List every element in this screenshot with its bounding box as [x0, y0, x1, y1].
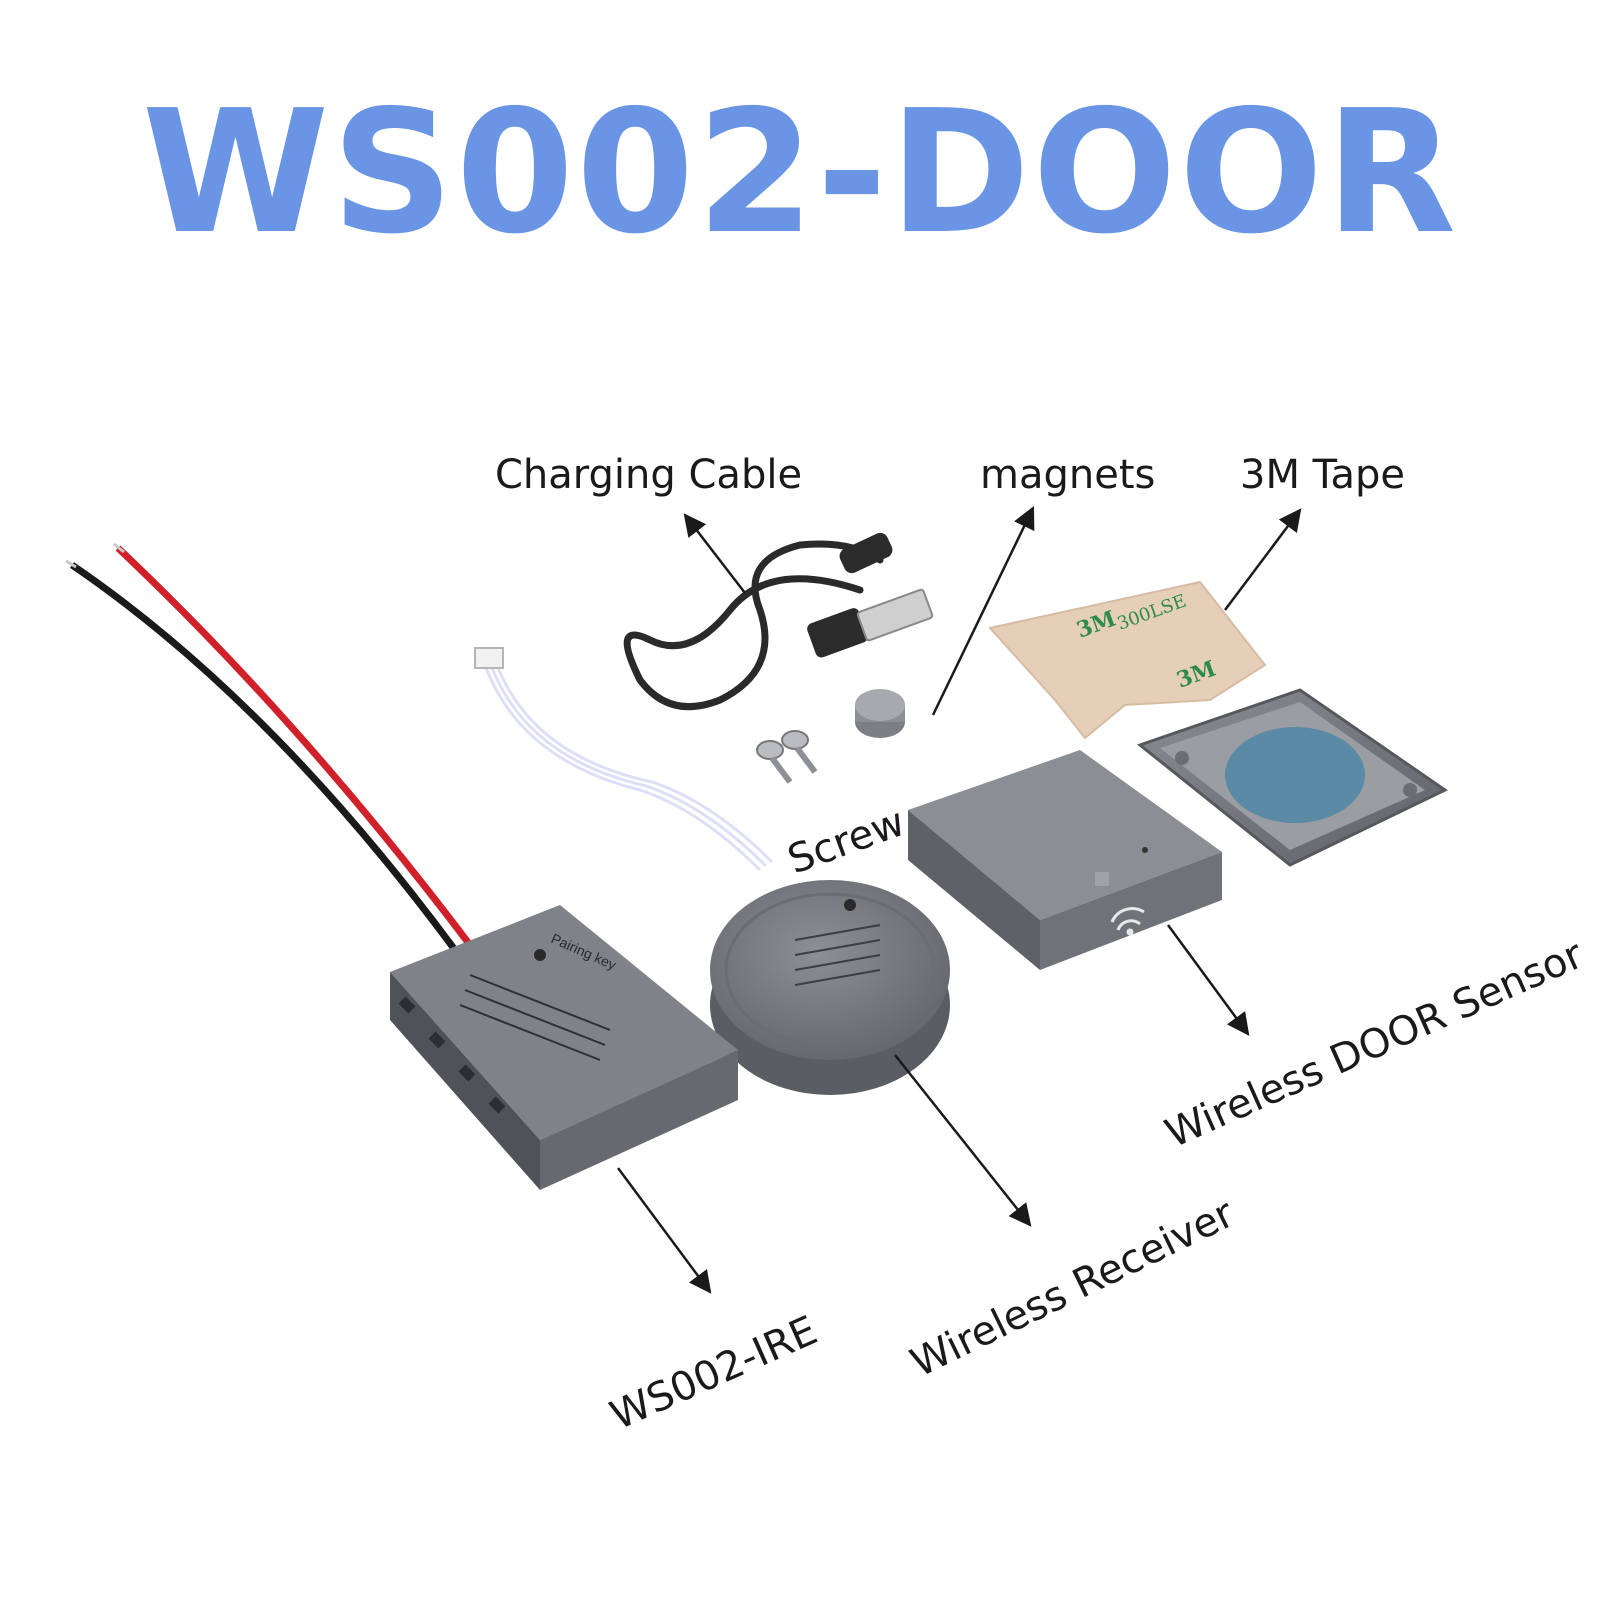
ribbon-cable	[474, 647, 774, 872]
label-charging-cable: Charging Cable	[495, 452, 803, 498]
arrow-tape	[1224, 508, 1302, 611]
wifi-icon	[1110, 907, 1145, 936]
charging-cable	[623, 532, 934, 711]
tape-sheet: 3M 300LSE 3M	[988, 580, 1267, 740]
screws	[756, 730, 818, 784]
magnet	[855, 689, 905, 738]
arrow-door-sensor	[1166, 924, 1250, 1036]
page-title: WS002-DOOR	[141, 74, 1459, 272]
label-magnets: magnets	[980, 452, 1156, 498]
wireless-door-sensor	[908, 750, 1222, 970]
callout-arrows	[616, 505, 1302, 1294]
arrow-charging-cable	[683, 513, 746, 594]
arrow-receiver	[894, 1054, 1032, 1227]
sensor-mounting-plate	[1136, 688, 1448, 867]
label-3m-tape: 3M Tape	[1240, 452, 1405, 498]
ws002-ire-module: Pairing key	[390, 905, 738, 1190]
power-wires	[65, 542, 473, 953]
arrow-magnets	[931, 505, 1035, 716]
arrow-ire	[616, 1167, 712, 1294]
wireless-receiver	[710, 880, 950, 1095]
